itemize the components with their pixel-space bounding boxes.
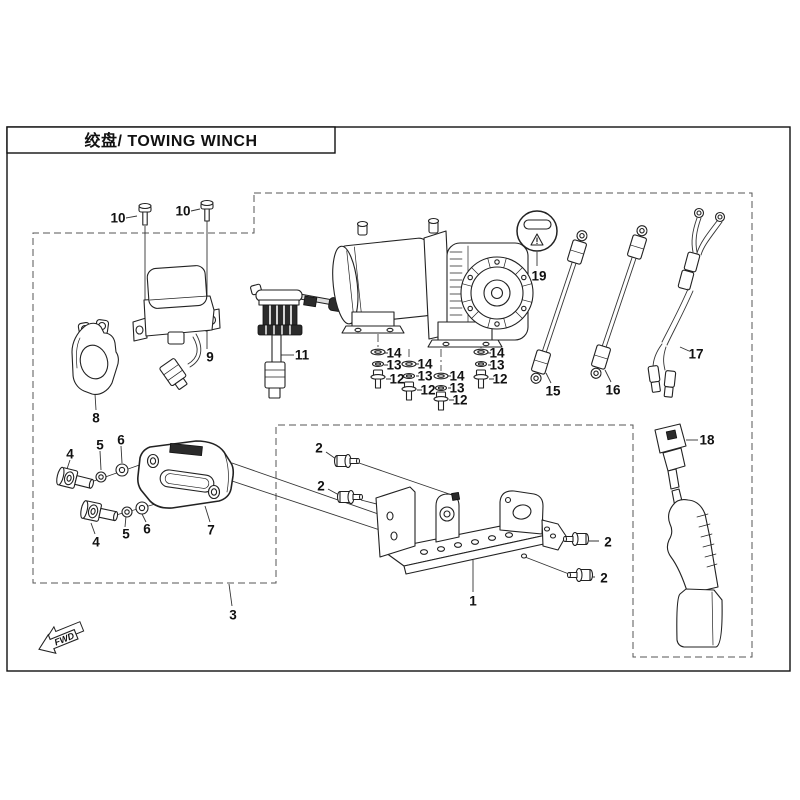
- winch-contactor: [132, 265, 221, 390]
- battery-cable-16: [590, 225, 648, 379]
- part-callout-10: 10: [110, 211, 125, 226]
- part-callout-2: 2: [317, 479, 325, 494]
- fairlead: [137, 440, 235, 509]
- part-callout-5: 5: [122, 527, 130, 542]
- part-callout-12: 12: [452, 393, 467, 408]
- part-callout-4: 4: [92, 535, 100, 550]
- part-callout-13: 13: [417, 369, 433, 384]
- part-callout-12: 12: [420, 383, 435, 398]
- fairlead-bolt-4b: [80, 500, 119, 522]
- part-callout-5: 5: [96, 438, 104, 453]
- winch-mount-bracket: [375, 486, 567, 575]
- part-callout-6: 6: [143, 522, 151, 537]
- part-callout-11: 11: [295, 348, 310, 363]
- part-callout-17: 17: [688, 347, 703, 362]
- part-callout-16: 16: [605, 383, 621, 398]
- part-callout-2: 2: [600, 571, 608, 586]
- forward-arrow-icon: FWD: [38, 621, 85, 655]
- warning-triangle-icon: [530, 233, 544, 246]
- washers-5-6: [95, 463, 149, 518]
- part-callout-14: 14: [489, 346, 505, 361]
- part-callout-2: 2: [604, 535, 612, 550]
- part-callout-10: 10: [175, 204, 190, 219]
- part-callout-14: 14: [417, 357, 433, 372]
- part-callout-4: 4: [66, 447, 74, 462]
- part-callout-19: 19: [531, 269, 546, 284]
- part-callout-8: 8: [92, 411, 100, 426]
- group-boundary-dashed: [32, 192, 753, 658]
- flange-bolts-2: [333, 453, 594, 583]
- battery-cable-15: [530, 230, 588, 384]
- part-callout-13: 13: [449, 381, 465, 396]
- part-callout-6: 6: [117, 433, 125, 448]
- part-callout-14: 14: [449, 369, 465, 384]
- wiring-harness: [647, 207, 726, 398]
- motor-bolt-stacks: [370, 348, 489, 411]
- page-frame: [6, 126, 791, 672]
- part-callout-12: 12: [389, 372, 404, 387]
- part-callout-2: 2: [315, 441, 323, 456]
- part-callout-9: 9: [206, 350, 214, 365]
- hook-bracket: [71, 319, 119, 395]
- title-box: [6, 126, 336, 154]
- part-callout-14: 14: [386, 346, 402, 361]
- part-callout-1: 1: [469, 594, 477, 609]
- page-title: 绞盘/ TOWING WINCH: [84, 131, 257, 150]
- fairlead-bolt-4a: [56, 466, 95, 489]
- mounting-screw-10: [138, 199, 214, 226]
- part-callout-13: 13: [489, 358, 505, 373]
- remote-control: [654, 423, 723, 648]
- part-callout-7: 7: [207, 523, 215, 538]
- part-callout-12: 12: [492, 372, 507, 387]
- part-callout-15: 15: [545, 384, 561, 399]
- part-callout-18: 18: [699, 433, 715, 448]
- winch-motor-assembly: [332, 217, 534, 348]
- part-callout-13: 13: [386, 358, 402, 373]
- part-callout-3: 3: [229, 608, 237, 623]
- warning-label-plate: [516, 210, 558, 252]
